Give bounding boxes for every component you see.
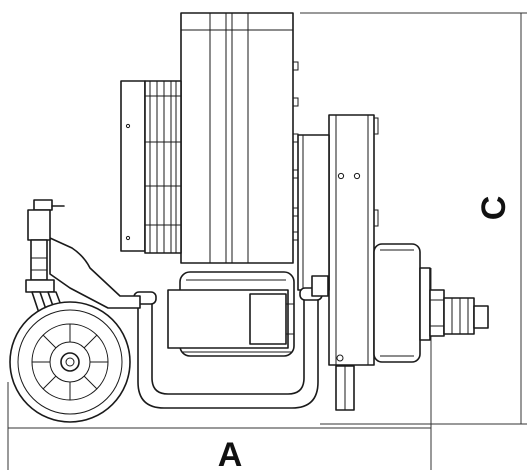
base-tank <box>167 271 295 357</box>
motor-housing <box>180 12 299 264</box>
drive-motor <box>373 243 489 363</box>
dimension-label-height: C <box>475 196 513 221</box>
caster-wheel <box>9 301 131 423</box>
dimension-label-width: A <box>218 436 243 474</box>
cooling-fins <box>120 80 182 254</box>
side-panel <box>297 114 379 366</box>
wheel-arm <box>49 237 355 411</box>
